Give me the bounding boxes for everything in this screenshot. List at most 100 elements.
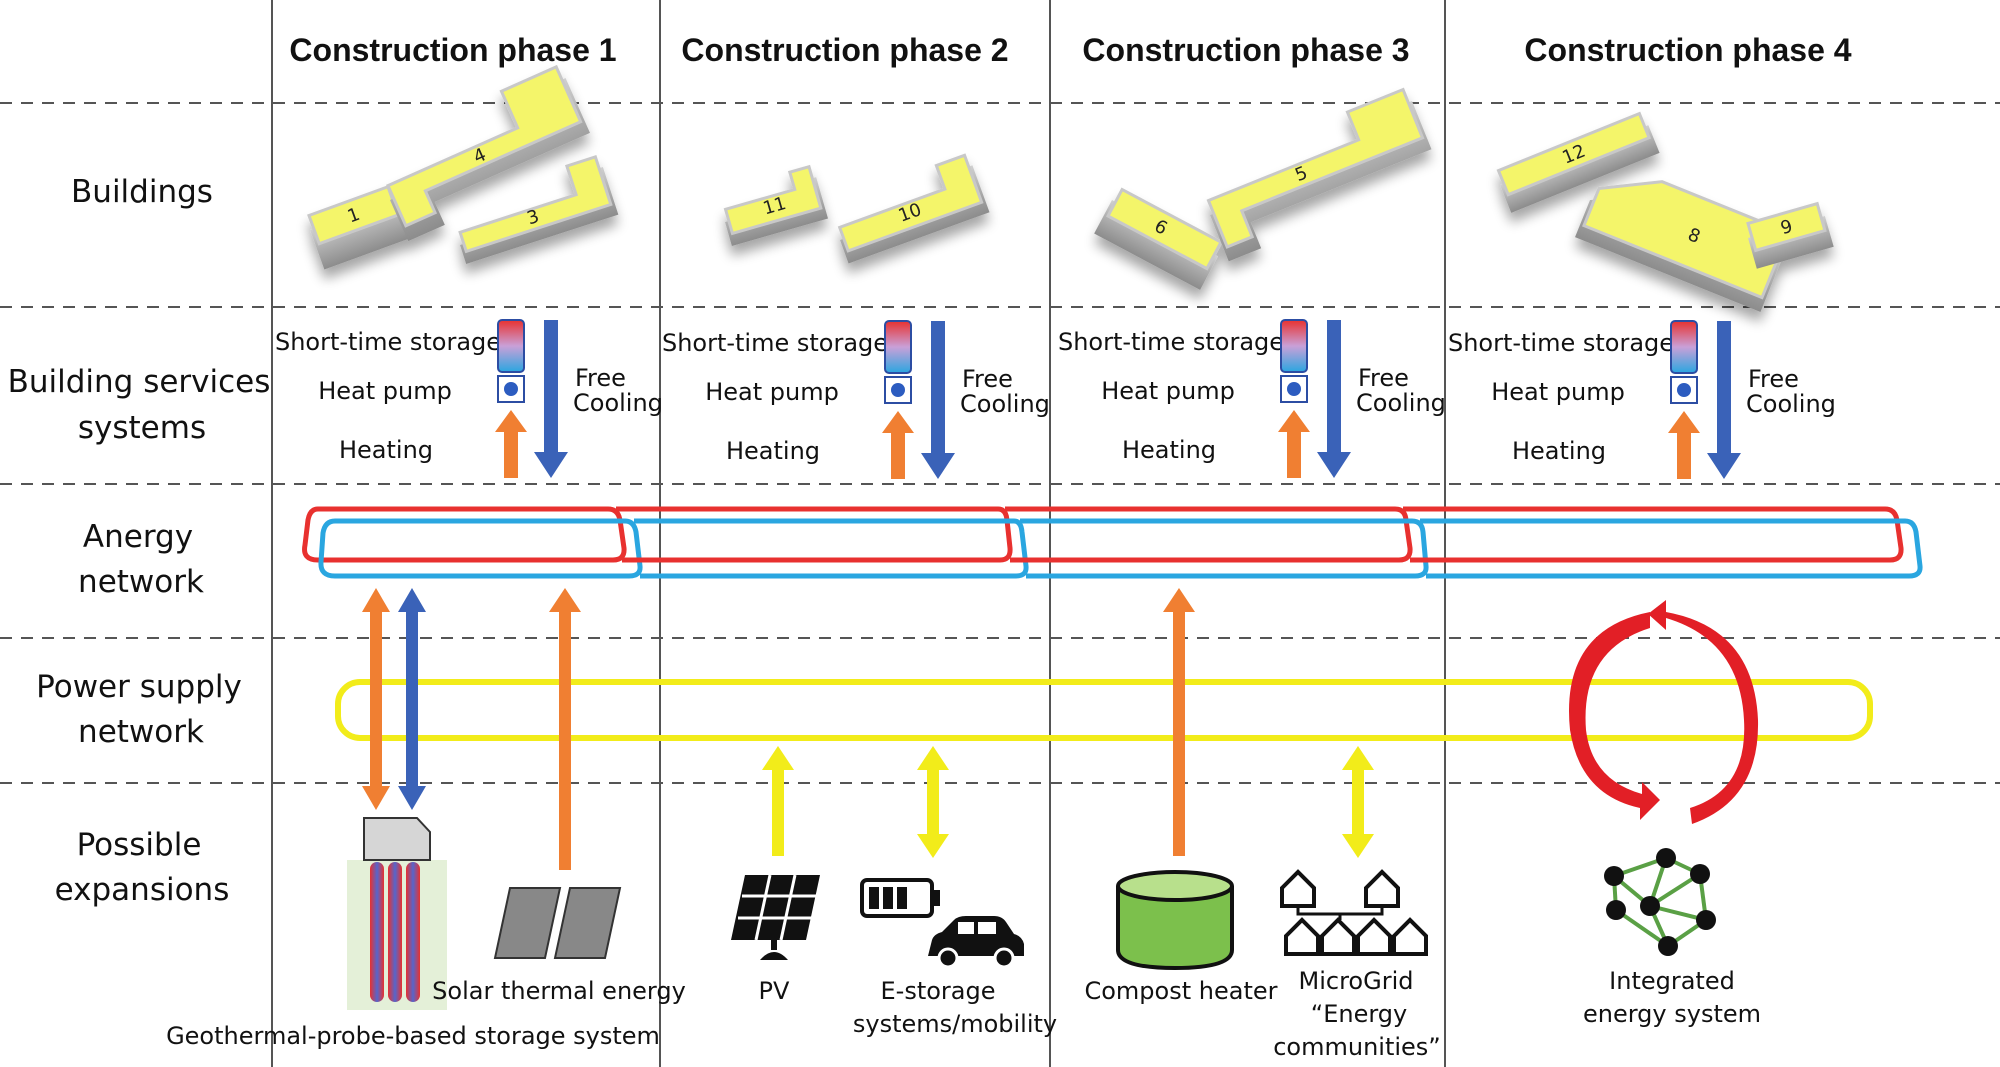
cooling-arrow-icon <box>1707 321 1741 479</box>
building-11: 11 <box>723 164 829 247</box>
building-12: 12 <box>1496 111 1660 213</box>
cooling-label: Cooling <box>1356 389 1446 417</box>
cooling-label: Cooling <box>573 389 663 417</box>
row-label-expansions-1: Possible <box>77 827 202 863</box>
e-storage-bidirectional-yellow-arrow <box>917 746 949 858</box>
cycle-arrows-icon <box>1569 600 1759 824</box>
heating-arrow-icon <box>1278 410 1310 478</box>
phase-headers: Construction phase 1 Construction phase … <box>289 32 1851 68</box>
anergy-loop-phase-2-red <box>616 506 1013 563</box>
e-storage-label-2: systems/mobility <box>853 1010 1057 1038</box>
compost-orange-arrow <box>1163 588 1195 856</box>
row-label-power-2: network <box>78 714 204 750</box>
e-storage-label-1: E-storage <box>881 977 996 1005</box>
microgrid-bidirectional-yellow-arrow <box>1342 746 1374 858</box>
services-phase-4: Short-time storage Heat pump Heating Fre… <box>1448 320 1836 479</box>
phase-4-title: Construction phase 4 <box>1524 32 1851 68</box>
pv-yellow-arrow <box>762 746 794 856</box>
geothermal-label: Geothermal-probe-based storage system <box>166 1022 660 1050</box>
row-label-anergy-1: Anergy <box>83 519 193 555</box>
cooling-arrow-icon <box>1317 320 1351 478</box>
anergy-loop-phase-4-blue <box>1420 518 1923 579</box>
building-1: 1 <box>307 184 411 270</box>
anergy-loop-phase-1-blue <box>318 518 643 579</box>
pv-label: PV <box>759 977 790 1005</box>
heating-label: Heating <box>339 436 433 464</box>
building-number: 9 <box>1778 216 1795 239</box>
building-5: 5 <box>1206 87 1432 262</box>
phase-1-connections <box>362 588 581 870</box>
power-supply-loop <box>335 679 1873 741</box>
storage-tank-icon <box>884 320 912 374</box>
anergy-loop-phase-2-blue <box>634 518 1029 579</box>
heating-arrow-icon <box>1668 411 1700 479</box>
anergy-network <box>302 506 1923 579</box>
building-8: 8 <box>1575 180 1791 313</box>
car-icon <box>928 916 1024 969</box>
compost-label: Compost heater <box>1084 977 1277 1005</box>
cooling-arrow-icon <box>921 321 955 479</box>
free-label: Free <box>962 365 1013 393</box>
storage-tank-icon <box>1280 319 1308 373</box>
heat-pump-label: Heat pump <box>1491 378 1625 406</box>
buildings-phase-2: 11 10 <box>723 153 990 264</box>
anergy-loop-phase-3-blue <box>1020 518 1429 579</box>
services-phase-1: Short-time storage Heat pump Heating Fre… <box>275 319 663 478</box>
microgrid-label-1: MicroGrid <box>1299 967 1414 995</box>
row-label-services-1: Building services <box>8 364 271 400</box>
cooling-arrow-icon <box>534 320 568 478</box>
phase-1-title: Construction phase 1 <box>289 32 616 68</box>
services-phase-3: Short-time storage Heat pump Heating Fre… <box>1058 319 1446 478</box>
buildings-phase-4: 12 8 9 <box>1496 111 1834 313</box>
battery-icon <box>860 878 940 918</box>
free-label: Free <box>1748 365 1799 393</box>
compost-heater-icon <box>1116 870 1234 971</box>
short-time-storage-label: Short-time storage <box>1058 328 1284 356</box>
short-time-storage-label: Short-time storage <box>275 328 501 356</box>
solar-thermal-orange-arrow <box>549 588 581 870</box>
free-label: Free <box>575 364 626 392</box>
short-time-storage-label: Short-time storage <box>662 329 888 357</box>
solar-thermal-icon <box>493 887 622 959</box>
phase-2-connections <box>762 746 949 858</box>
short-time-storage-label: Short-time storage <box>1448 329 1674 357</box>
buildings-phase-1: 1 4 3 <box>307 64 619 270</box>
heating-arrow-icon <box>882 411 914 479</box>
phase-2-title: Construction phase 2 <box>681 32 1008 68</box>
integrated-network-icon <box>1604 848 1716 956</box>
building-10: 10 <box>837 153 990 264</box>
heat-pump-label: Heat pump <box>1101 377 1235 405</box>
cooling-label: Cooling <box>960 390 1050 418</box>
integrated-label-1: Integrated <box>1609 967 1735 995</box>
phase-3-title: Construction phase 3 <box>1082 32 1409 68</box>
row-label-expansions-2: expansions <box>55 872 230 908</box>
phase-3-connections <box>1163 588 1374 858</box>
building-9: 9 <box>1746 201 1834 269</box>
row-label-services-2: systems <box>78 410 206 446</box>
services-phase-2: Short-time storage Heat pump Heating Fre… <box>662 320 1050 479</box>
row-label-buildings: Buildings <box>71 174 213 210</box>
geothermal-bidirectional-blue-arrow <box>398 588 426 810</box>
free-label: Free <box>1358 364 1409 392</box>
pv-panel-icon <box>731 874 820 960</box>
heat-pump-icon <box>1670 376 1698 404</box>
building-6: 6 <box>1094 187 1224 290</box>
building-3: 3 <box>458 154 619 265</box>
heat-pump-label: Heat pump <box>705 378 839 406</box>
building-4: 4 <box>385 64 590 242</box>
microgrid-houses-icon <box>1280 869 1428 956</box>
heating-label: Heating <box>726 437 820 465</box>
heating-arrow-icon <box>495 410 527 478</box>
solar-thermal-label: Solar thermal energy <box>432 977 686 1005</box>
geothermal-probe-icon <box>347 817 447 1010</box>
storage-tank-icon <box>1670 320 1698 374</box>
heat-pump-label: Heat pump <box>318 377 452 405</box>
row-labels: Buildings Building services systems Aner… <box>8 174 271 908</box>
heating-label: Heating <box>1122 436 1216 464</box>
cooling-label: Cooling <box>1746 390 1836 418</box>
anergy-loop-phase-4-red <box>1403 506 1904 563</box>
heating-label: Heating <box>1512 437 1606 465</box>
anergy-loop-phase-3-red <box>1005 506 1413 563</box>
buildings-phase-3: 6 5 <box>1094 87 1432 290</box>
